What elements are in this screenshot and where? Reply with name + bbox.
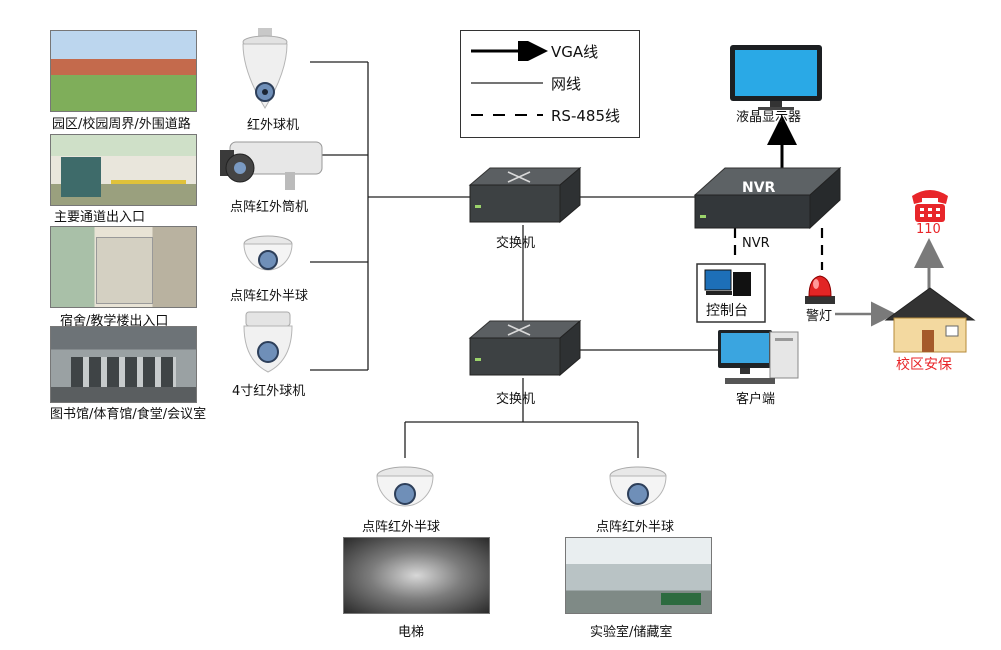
ptz-4inch-camera-label: 4寸红外球机 [232, 384, 306, 399]
dome-camera-icon-2 [376, 466, 434, 507]
client-label: 客户端 [736, 392, 776, 407]
library-photo [50, 326, 197, 403]
console-label: 控制台 [706, 303, 748, 319]
lab-photo [565, 537, 712, 614]
legend-rs485-label: RS-485线 [551, 107, 620, 125]
phone-number-label: 110 [916, 222, 941, 237]
dorm-photo [50, 226, 197, 308]
nvr-icon [693, 166, 842, 230]
bullet-camera-label: 点阵红外筒机 [230, 200, 309, 215]
switch-label-top: 交换机 [496, 236, 536, 251]
house-icon [884, 287, 976, 353]
legend: VGA线 网线 RS-485线 [460, 30, 640, 138]
phone-icon [912, 190, 948, 222]
elevator-label: 电梯 [398, 625, 425, 640]
dome-camera-label-2: 点阵红外半球 [362, 520, 441, 535]
dome-camera-icon-3 [609, 466, 667, 507]
entrance-photo [50, 134, 197, 206]
library-label: 图书馆/体育馆/食堂/会议室 [50, 407, 207, 422]
elevator-photo [343, 537, 490, 614]
bullet-camera-icon [220, 141, 323, 190]
console-icon [696, 263, 766, 323]
campus-photo [50, 30, 197, 112]
dome-camera-icon-1 [243, 235, 293, 271]
entrance-label: 主要通道出入口 [54, 210, 146, 225]
alarm-light-icon [805, 275, 835, 304]
ptz-4inch-camera-icon [243, 311, 293, 373]
ptz-camera-icon [242, 28, 288, 109]
lcd-monitor-icon [730, 45, 822, 110]
switch-icon-bottom [468, 319, 582, 377]
ptz-camera-label: 红外球机 [247, 118, 300, 133]
campus-label: 园区/校园周界/外围道路 [52, 117, 191, 132]
legend-rs485: RS-485线 [461, 105, 639, 125]
legend-network: 网线 [461, 73, 639, 93]
legend-vga-label: VGA线 [551, 43, 599, 61]
client-pc-icon [718, 330, 799, 384]
dome-camera-label-3: 点阵红外半球 [596, 520, 675, 535]
network-line-icon [471, 82, 543, 84]
nvr-face-text: NVR [742, 180, 776, 196]
security-label: 校区安保 [896, 357, 952, 373]
dome-camera-label-1: 点阵红外半球 [230, 289, 309, 304]
lcd-label: 液晶显示器 [736, 110, 802, 125]
alarm-light-label: 警灯 [806, 309, 833, 324]
legend-network-label: 网线 [551, 75, 582, 93]
switch-icon-top [468, 166, 582, 224]
rs485-dash-icon [471, 114, 543, 116]
nvr-label: NVR [742, 236, 770, 251]
switch-label-bottom: 交换机 [496, 392, 536, 407]
legend-vga: VGA线 [461, 41, 639, 61]
lab-label: 实验室/储藏室 [590, 625, 673, 640]
dorm-label: 宿舍/教学楼出入口 [60, 314, 169, 329]
vga-arrow-icon [471, 41, 548, 61]
